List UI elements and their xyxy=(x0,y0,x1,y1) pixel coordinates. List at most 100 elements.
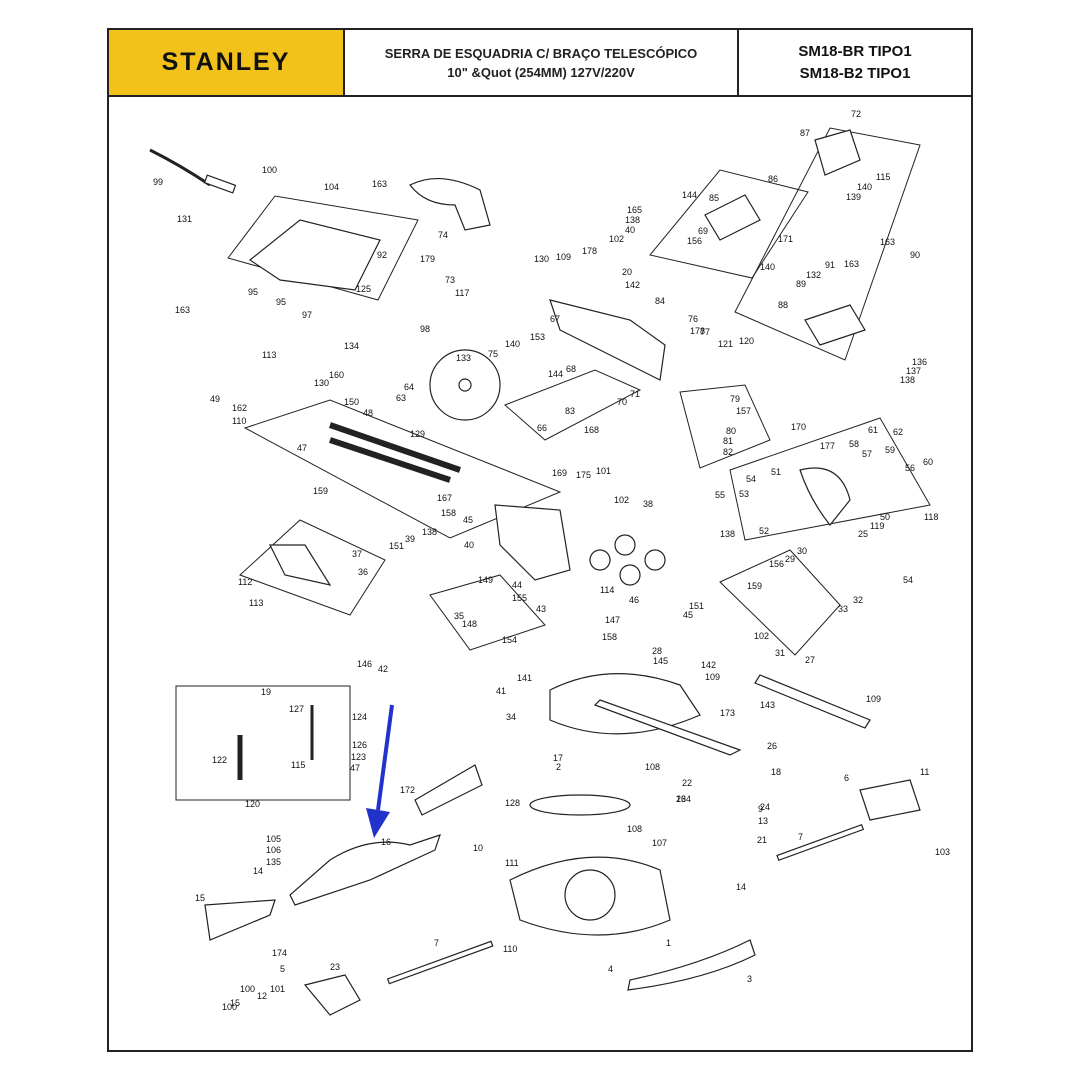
callout-92: 92 xyxy=(377,250,387,260)
callout-31: 31 xyxy=(775,648,785,658)
callout-36: 36 xyxy=(358,567,368,577)
rail-upper xyxy=(329,422,461,473)
callout-52: 52 xyxy=(759,526,769,536)
callout-134: 134 xyxy=(344,341,359,351)
callout-51: 51 xyxy=(771,467,781,477)
callout-109: 109 xyxy=(556,252,571,262)
pointer-arrow xyxy=(366,704,394,838)
callout-147: 147 xyxy=(605,615,620,625)
callout-14: 14 xyxy=(736,882,746,892)
callout-138: 138 xyxy=(720,529,735,539)
callout-49: 49 xyxy=(210,394,220,404)
callout-45: 45 xyxy=(683,610,693,620)
base xyxy=(509,856,671,936)
callout-46: 46 xyxy=(629,595,639,605)
callout-13: 13 xyxy=(758,816,768,826)
callout-12: 12 xyxy=(257,991,267,1001)
callout-132: 132 xyxy=(806,270,821,280)
callout-126: 126 xyxy=(352,740,367,750)
callout-123: 123 xyxy=(351,752,366,762)
callout-2: 2 xyxy=(556,762,561,772)
callout-130: 130 xyxy=(534,254,549,264)
group-outline-169 xyxy=(243,399,562,539)
group-outline-171 xyxy=(649,169,809,279)
group-outline-113 xyxy=(239,519,386,616)
callout-111: 111 xyxy=(505,858,519,868)
callout-91: 91 xyxy=(825,260,835,270)
cord-clamp xyxy=(203,174,237,194)
callout-174: 174 xyxy=(272,948,287,958)
callout-70: 70 xyxy=(617,397,627,407)
callout-135: 135 xyxy=(266,857,281,867)
callout-120: 120 xyxy=(739,336,754,346)
callout-142: 142 xyxy=(625,280,640,290)
callout-160: 160 xyxy=(329,370,344,380)
callout-43: 43 xyxy=(536,604,546,614)
brand-logo-text: STANLEY xyxy=(161,48,291,76)
callout-140: 140 xyxy=(857,182,872,192)
blade-guard xyxy=(799,467,851,526)
callout-156: 156 xyxy=(769,559,784,569)
callout-163: 163 xyxy=(844,259,859,269)
callout-137: 137 xyxy=(906,366,921,376)
callout-58: 58 xyxy=(849,439,859,449)
callout-173: 173 xyxy=(720,708,735,718)
callout-113: 113 xyxy=(262,350,276,360)
callout-63: 63 xyxy=(396,393,406,403)
callout-76: 76 xyxy=(688,314,698,324)
callout-24: 24 xyxy=(760,802,770,812)
callout-15: 15 xyxy=(195,893,205,903)
callout-27: 27 xyxy=(805,655,815,665)
bearing-2 xyxy=(614,534,636,556)
callout-153: 153 xyxy=(530,332,545,342)
callout-30: 30 xyxy=(797,546,807,556)
callout-1: 1 xyxy=(666,938,671,948)
callout-54: 54 xyxy=(903,575,913,585)
callout-98: 98 xyxy=(420,324,430,334)
callout-23: 23 xyxy=(330,962,340,972)
callout-163: 163 xyxy=(175,305,190,315)
callout-79: 79 xyxy=(730,394,740,404)
callout-95: 95 xyxy=(276,297,286,307)
callout-102: 102 xyxy=(754,631,769,641)
callout-83: 83 xyxy=(565,406,575,416)
parts xyxy=(149,129,921,1016)
callout-19: 19 xyxy=(261,687,271,697)
callout-162: 162 xyxy=(232,403,247,413)
bearing-4 xyxy=(644,549,666,571)
callout-151: 151 xyxy=(389,541,404,551)
callout-175: 175 xyxy=(576,470,591,480)
callout-47: 47 xyxy=(297,443,307,453)
callout-7: 7 xyxy=(798,832,803,842)
callout-100: 100 xyxy=(262,165,277,175)
callout-106: 106 xyxy=(266,845,281,855)
model-cell: SM18-BR TIPO1 SM18-B2 TIPO1 xyxy=(739,30,971,95)
group-outline-154 xyxy=(429,574,546,651)
switch-handle xyxy=(804,304,866,346)
model-line2: SM18-B2 TIPO1 xyxy=(799,64,911,82)
callout-143: 143 xyxy=(760,700,775,710)
callout-149: 149 xyxy=(478,575,493,585)
drawing-frame xyxy=(107,28,973,1052)
callout-140: 140 xyxy=(505,339,520,349)
group-outlines xyxy=(175,127,931,801)
callout-127: 127 xyxy=(289,704,304,714)
callout-142: 142 xyxy=(701,660,716,670)
callout-20: 20 xyxy=(622,267,632,277)
callout-71: 71 xyxy=(630,389,640,399)
callout-88: 88 xyxy=(778,300,788,310)
callout-172: 172 xyxy=(400,785,415,795)
fence-right xyxy=(414,764,483,816)
callout-157: 157 xyxy=(736,406,751,416)
callout-115: 115 xyxy=(291,760,305,770)
callout-146: 146 xyxy=(357,659,372,669)
callout-25: 25 xyxy=(858,529,868,539)
callout-34: 34 xyxy=(506,712,516,722)
callout-148: 148 xyxy=(462,619,477,629)
callout-81: 81 xyxy=(723,436,733,446)
callout-72: 72 xyxy=(851,109,861,119)
callout-158: 158 xyxy=(602,632,617,642)
callout-57: 57 xyxy=(862,449,872,459)
product-title-cell: SERRA DE ESQUADRIA C/ BRAÇO TELESCÓPICO … xyxy=(345,30,739,95)
